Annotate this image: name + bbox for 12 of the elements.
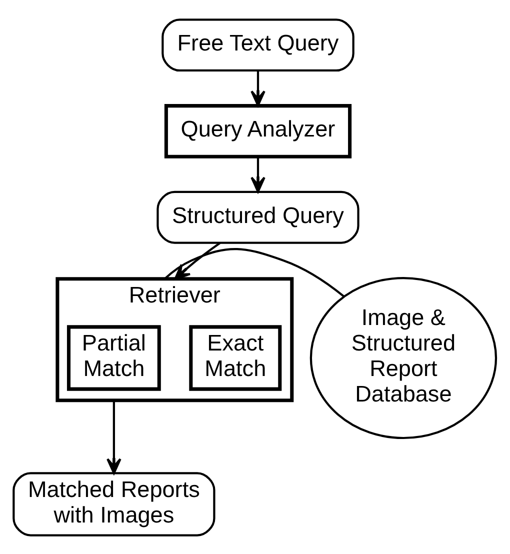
node-box: Free Text Query: [162, 18, 354, 72]
arrow: [250, 70, 266, 106]
node-box: Structured Query: [156, 190, 360, 244]
node-box: Exact Match: [189, 324, 282, 390]
node-box: Partial Match: [66, 324, 161, 390]
connector: [164, 247, 344, 297]
node-ellipse: Image & Structured Report Database: [310, 276, 498, 439]
node-box: Matched Reports with Images: [12, 472, 216, 536]
arrow: [106, 400, 122, 474]
arrow: [174, 242, 221, 280]
node-box: Query Analyzer: [164, 104, 352, 158]
arrow: [250, 156, 266, 192]
